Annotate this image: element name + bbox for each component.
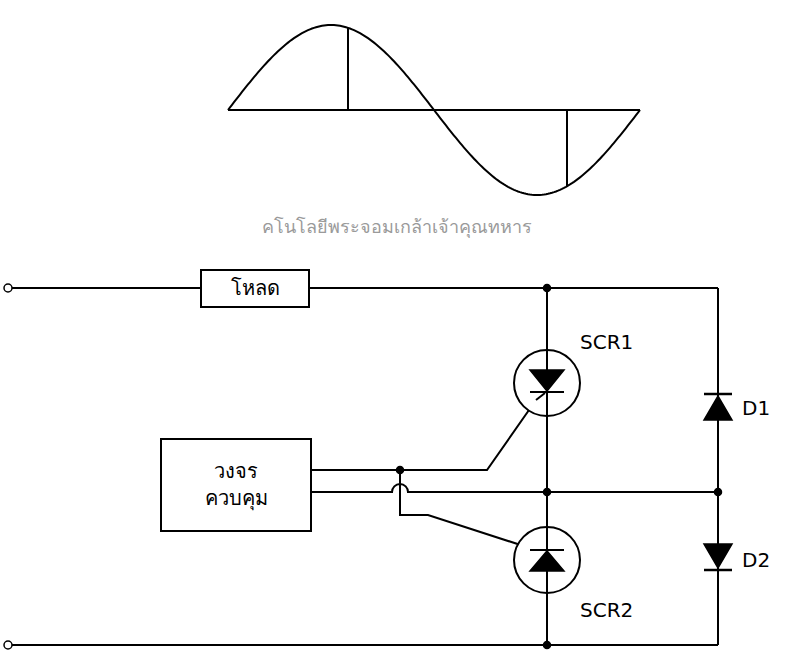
box-label: โหลด xyxy=(231,275,280,302)
junction-dot xyxy=(544,642,551,649)
load-box: โหลด xyxy=(200,269,310,308)
scr-symbol xyxy=(514,527,580,593)
firing-angle-line xyxy=(347,28,349,110)
part-name: D1 xyxy=(742,396,770,420)
sine-wave xyxy=(228,25,640,195)
terminal xyxy=(4,284,12,292)
diode-bar xyxy=(704,393,732,396)
gate-wire xyxy=(312,400,536,470)
junction-dot xyxy=(544,285,551,292)
part-name: SCR2 xyxy=(580,598,633,622)
firing-angle-line xyxy=(566,110,568,186)
wire xyxy=(546,288,548,645)
junction-dot xyxy=(715,489,722,496)
control-box: วงจร ควบคุม xyxy=(160,438,312,532)
junction-dot xyxy=(544,489,551,496)
wire xyxy=(12,287,200,289)
control-wire xyxy=(312,484,547,492)
scr-triangle xyxy=(530,370,564,391)
part-name: SCR1 xyxy=(580,330,633,354)
diode-symbol xyxy=(704,544,732,568)
wire xyxy=(310,287,718,289)
wire xyxy=(717,288,719,645)
scr-triangle xyxy=(530,551,564,571)
part-name: D2 xyxy=(742,548,770,572)
watermark: คโนโลยีพระจอมเกล้าเจ้าคุณทหาร xyxy=(262,212,532,241)
gate-lead xyxy=(536,549,540,551)
junction-dot xyxy=(397,467,404,474)
diode-bar xyxy=(704,569,732,572)
gate-lead xyxy=(536,393,545,400)
terminal xyxy=(4,641,12,649)
box-label: วงจร ควบคุม xyxy=(196,458,276,512)
wire xyxy=(12,644,718,646)
wire xyxy=(547,491,718,493)
diode-symbol xyxy=(704,396,732,420)
gate-wire xyxy=(400,470,536,550)
scr-symbol xyxy=(514,350,580,416)
